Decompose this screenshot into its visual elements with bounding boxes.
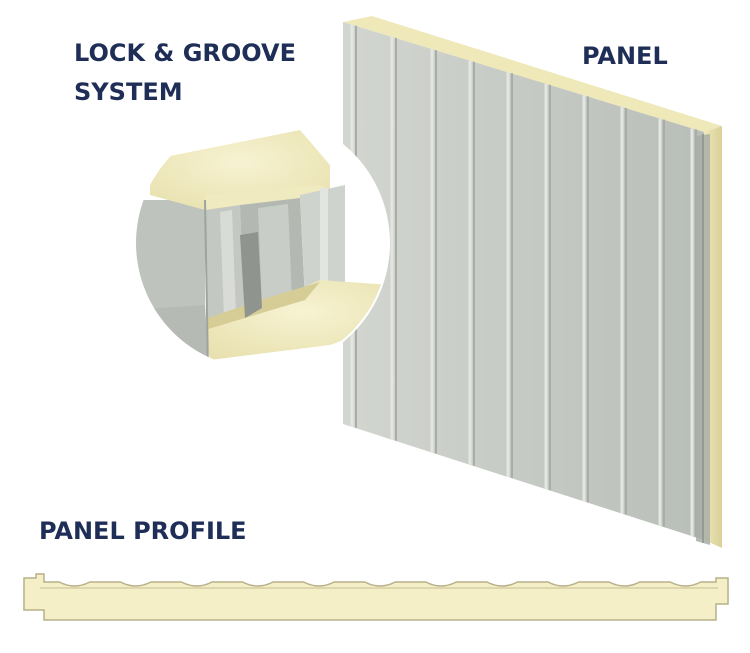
wall-panel xyxy=(343,16,722,548)
profile-shape xyxy=(23,573,729,621)
lock-groove-label-line1: LOCK & GROOVE xyxy=(74,39,296,67)
lock-groove-detail xyxy=(134,115,390,371)
panel-profile-section xyxy=(23,573,729,621)
panel-profile-label: PANEL PROFILE xyxy=(39,517,247,545)
lock-groove-label-line2: SYSTEM xyxy=(74,78,183,106)
panel-label: PANEL xyxy=(582,42,668,70)
panel-steel-face xyxy=(343,22,704,540)
panel-top-foam-edge xyxy=(343,16,722,132)
